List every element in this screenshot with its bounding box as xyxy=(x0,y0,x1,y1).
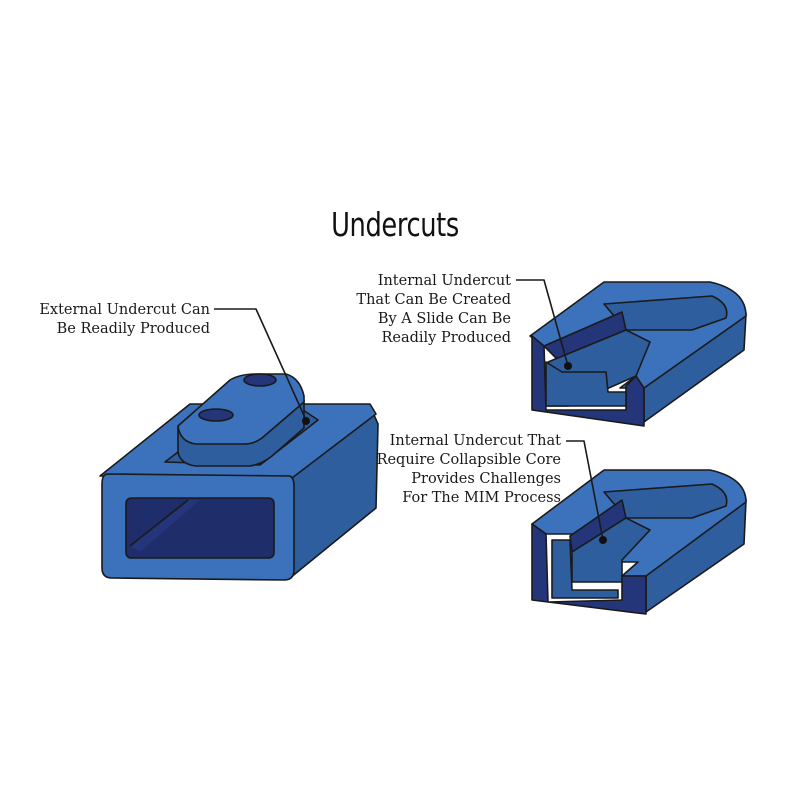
leader-line-slide xyxy=(516,279,569,367)
boss-hole xyxy=(243,373,277,387)
boss-hole xyxy=(198,408,234,422)
slot-edge-line xyxy=(129,499,189,547)
recess-floor xyxy=(603,295,728,331)
front-profile-face xyxy=(531,335,645,427)
leader-line-external xyxy=(214,308,307,421)
undercut-channel xyxy=(551,539,619,599)
leader-dot xyxy=(599,536,607,544)
callout-line: Readily Produced xyxy=(381,330,511,346)
callout-internal-undercut-slide: Internal Undercut That Can Be Created By… xyxy=(356,272,511,348)
undercut-channel xyxy=(545,361,627,407)
slide-undercut-part xyxy=(529,281,747,427)
collapsible-core-part xyxy=(531,469,747,615)
callout-line: For The MIM Process xyxy=(402,490,561,506)
leader-lines xyxy=(214,279,607,544)
callout-line: External Undercut Can xyxy=(39,302,210,318)
slot-inner-edge xyxy=(130,500,200,552)
through-slot xyxy=(125,497,275,559)
callout-internal-undercut-collapsible-core: Internal Undercut That Require Collapsib… xyxy=(377,432,561,508)
callout-line: Internal Undercut That xyxy=(389,433,561,449)
leader-dot xyxy=(302,417,310,425)
callout-line: Internal Undercut xyxy=(377,273,511,289)
callout-external-undercut: External Undercut Can Be Readily Produce… xyxy=(39,301,210,339)
external-undercut-part xyxy=(99,373,379,581)
boss-top-face xyxy=(177,373,305,445)
callout-line: That Can Be Created xyxy=(356,292,511,308)
callout-line: Require Collapsible Core xyxy=(376,452,561,468)
callout-line: By A Slide Can Be xyxy=(377,311,511,327)
recess-floor xyxy=(603,483,728,519)
callout-line: Be Readily Produced xyxy=(56,321,210,337)
front-profile-face xyxy=(531,523,647,615)
diagram-title: Undercuts xyxy=(331,205,459,244)
leader-dot xyxy=(564,362,572,370)
leader-line-collapsible xyxy=(566,440,604,541)
callout-line: Provides Challenges xyxy=(411,471,561,487)
